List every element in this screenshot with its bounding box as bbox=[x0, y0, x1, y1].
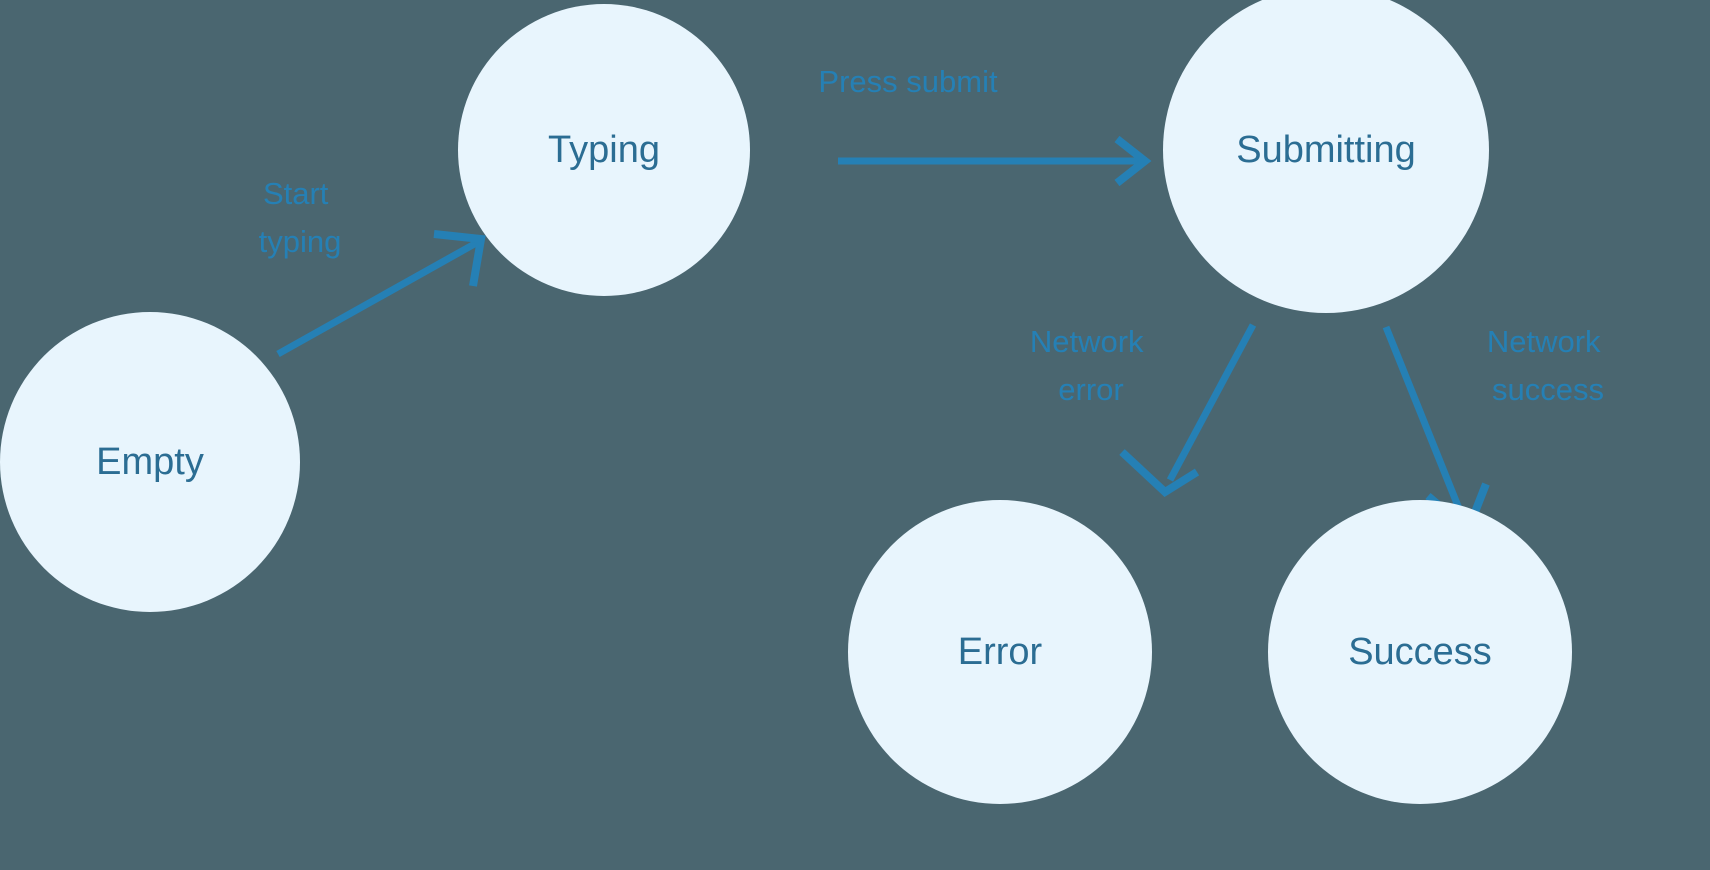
edge-submitting-to-error-arrowhead-icon bbox=[1119, 449, 1200, 498]
edge-submitting-to-error-label: Network error bbox=[1030, 324, 1152, 407]
state-node-empty-label: Empty bbox=[96, 441, 204, 483]
edge-label-line: Network bbox=[1487, 324, 1601, 359]
edge-empty-to-typing: Start typing bbox=[259, 176, 486, 358]
edge-typing-to-submitting: Press submit bbox=[818, 64, 1152, 187]
state-node-empty[interactable]: Empty bbox=[0, 312, 300, 612]
state-node-submitting-circle[interactable] bbox=[1163, 0, 1489, 313]
state-node-typing-label: Typing bbox=[548, 129, 660, 171]
edge-label-line: Press submit bbox=[818, 64, 998, 99]
edge-submitting-to-success-label: Network success bbox=[1487, 324, 1609, 407]
edge-empty-to-typing-label: Start typing bbox=[259, 176, 342, 259]
edge-submitting-to-error-line bbox=[1166, 323, 1257, 482]
state-node-submitting-label: Submitting bbox=[1236, 129, 1416, 171]
edge-label-line: typing bbox=[259, 224, 342, 259]
edge-typing-to-submitting-arrowhead-icon bbox=[1114, 135, 1152, 187]
state-node-error-label: Error bbox=[958, 631, 1043, 673]
edge-submitting-to-success: Network success bbox=[1382, 324, 1609, 537]
edge-submitting-to-success-line bbox=[1382, 325, 1466, 518]
state-node-success[interactable]: Success bbox=[1268, 500, 1572, 804]
state-node-typing[interactable]: Typing bbox=[458, 4, 750, 296]
edge-empty-to-typing-line bbox=[276, 238, 480, 358]
edge-submitting-to-error: Network error bbox=[1030, 323, 1257, 498]
state-node-success-circle[interactable] bbox=[1268, 500, 1572, 804]
edge-typing-to-submitting-label: Press submit bbox=[818, 64, 998, 99]
edge-label-line: error bbox=[1058, 372, 1123, 407]
edge-label-line: success bbox=[1492, 372, 1604, 407]
edge-label-line: Start bbox=[263, 176, 329, 211]
state-node-submitting[interactable]: Submitting bbox=[1163, 0, 1489, 313]
state-node-error[interactable]: Error bbox=[848, 500, 1152, 804]
edge-label-line: Network bbox=[1030, 324, 1144, 359]
state-node-success-label: Success bbox=[1348, 631, 1492, 673]
state-node-typing-circle[interactable] bbox=[458, 4, 750, 296]
state-node-error-circle[interactable] bbox=[848, 500, 1152, 804]
edge-empty-to-typing-arrowhead-icon bbox=[433, 230, 486, 287]
state-node-empty-circle[interactable] bbox=[0, 312, 300, 612]
